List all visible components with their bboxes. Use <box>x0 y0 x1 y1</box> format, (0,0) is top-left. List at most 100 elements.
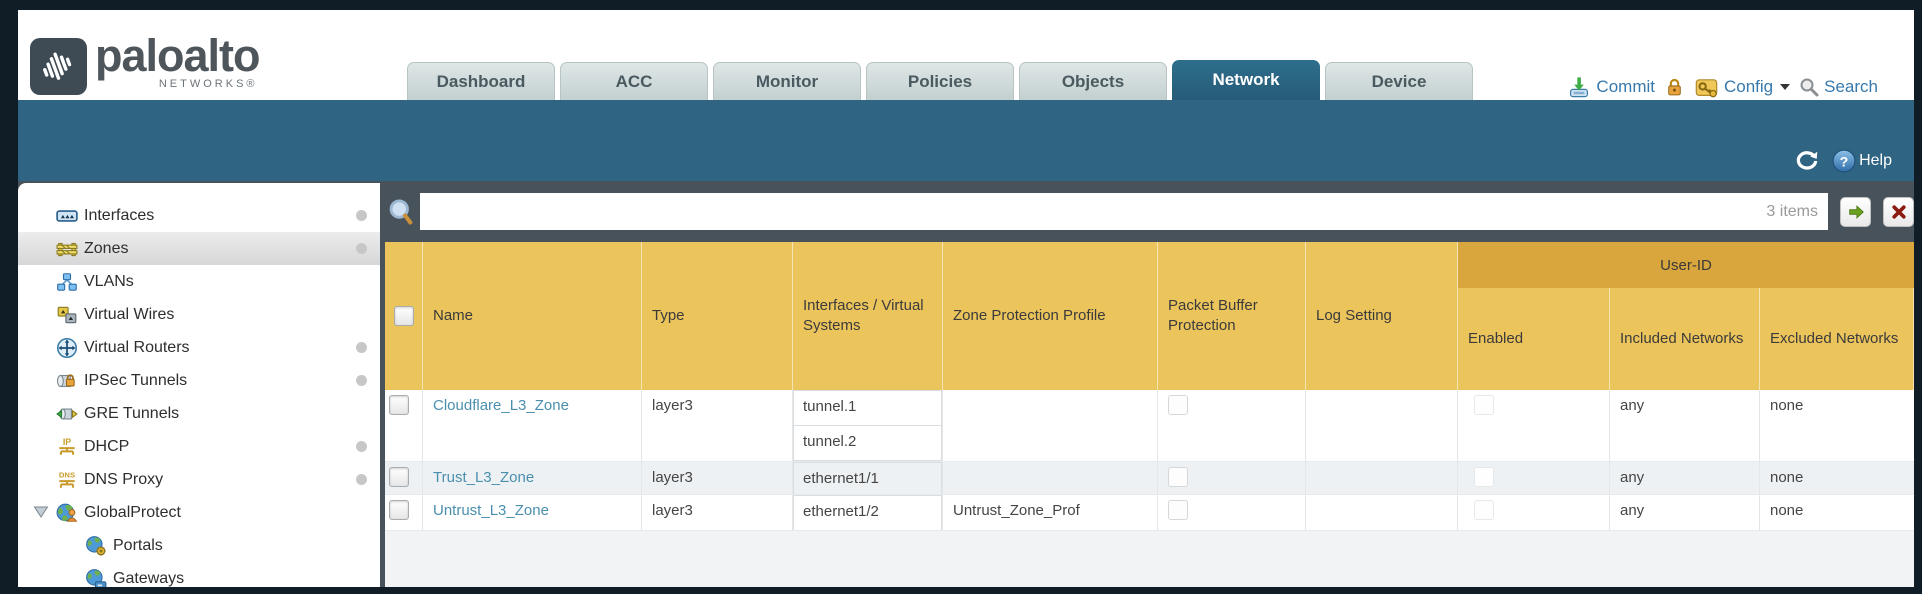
config-menu-button[interactable]: Config <box>1694 75 1791 99</box>
cell-log-setting <box>1306 390 1458 461</box>
select-all-checkbox[interactable] <box>393 306 414 326</box>
sidebar-item-vlans[interactable]: VLANs <box>18 265 380 298</box>
interface-entry: tunnel.1 <box>793 390 942 426</box>
sidebar-item-label: DNS Proxy <box>84 470 164 488</box>
tab-objects[interactable]: Objects <box>1019 62 1167 100</box>
column-header-label: Type <box>652 307 685 324</box>
column-header-label: Enabled <box>1468 330 1524 347</box>
ipsec-tunnels-icon <box>56 370 78 392</box>
tab-network[interactable]: Network <box>1172 60 1320 100</box>
expand-triangle-icon[interactable] <box>33 505 49 519</box>
search-icon <box>1799 77 1819 97</box>
column-header-interfaces[interactable]: Interfaces / Virtual Systems <box>793 242 943 390</box>
column-header-select[interactable] <box>385 242 423 390</box>
user-id-enabled-checkbox[interactable] <box>1474 467 1494 487</box>
sidebar-item-dns-proxy[interactable]: DNS DNS Proxy <box>18 463 380 496</box>
help-label: Help <box>1859 152 1892 169</box>
status-dot <box>356 375 367 386</box>
sidebar-item-virtual-wires[interactable]: Virtual Wires <box>18 298 380 331</box>
column-header-label: Interfaces / Virtual Systems <box>803 297 924 334</box>
column-header-label: Log Setting <box>1316 307 1392 324</box>
help-icon: ? <box>1832 149 1856 173</box>
help-button[interactable]: ? Help <box>1832 149 1892 173</box>
cell-name: Untrust_L3_Zone <box>423 495 642 530</box>
interface-name: tunnel.1 <box>803 398 857 415</box>
included-networks-value: any <box>1620 502 1645 519</box>
column-header-log_setting[interactable]: Log Setting <box>1306 242 1458 390</box>
row-select-checkbox[interactable] <box>389 395 409 415</box>
cell-zone-protection-profile: Untrust_Zone_Prof <box>943 495 1158 530</box>
dns-proxy-icon: DNS <box>56 469 78 491</box>
filter-input[interactable] <box>420 193 1767 230</box>
paloalto-logo-icon <box>30 38 87 95</box>
commit-button[interactable]: Commit <box>1567 75 1655 99</box>
svg-text:?: ? <box>1840 154 1849 170</box>
sidebar-item-ipsec-tunnels[interactable]: IPSec Tunnels <box>18 364 380 397</box>
refresh-button[interactable] <box>1794 150 1820 172</box>
filter-search-icon <box>388 198 414 226</box>
status-dot <box>356 441 367 452</box>
column-header-included_networks[interactable]: Included Networks <box>1610 288 1760 390</box>
tab-policies[interactable]: Policies <box>866 62 1014 100</box>
user-id-enabled-checkbox[interactable] <box>1474 395 1494 415</box>
tab-dashboard[interactable]: Dashboard <box>407 62 555 100</box>
packet-buffer-protection-checkbox[interactable] <box>1168 395 1188 415</box>
row-select-checkbox[interactable] <box>389 467 409 487</box>
column-header-name[interactable]: Name <box>423 242 642 390</box>
packet-buffer-protection-checkbox[interactable] <box>1168 467 1188 487</box>
cell-select <box>385 462 423 494</box>
tab-acc[interactable]: ACC <box>560 62 708 100</box>
excluded-networks-value: none <box>1770 502 1804 519</box>
sidebar-item-label: Zones <box>84 239 129 257</box>
packet-buffer-protection-checkbox[interactable] <box>1168 500 1188 520</box>
user-id-enabled-checkbox[interactable] <box>1474 500 1494 520</box>
cell-packet-buffer-protection <box>1158 495 1306 530</box>
cell-included-networks: any <box>1610 390 1760 461</box>
search-button[interactable]: Search <box>1799 77 1878 97</box>
config-lock-button[interactable] <box>1664 76 1685 98</box>
column-header-label: Name <box>433 307 474 324</box>
cell-included-networks: any <box>1610 462 1760 494</box>
clear-filter-button[interactable] <box>1883 196 1914 227</box>
column-header-type[interactable]: Type <box>642 242 793 390</box>
cell-type: layer3 <box>642 390 793 461</box>
sidebar-item-globalprotect[interactable]: GlobalProtect <box>18 496 380 529</box>
sidebar-item-zones[interactable]: Zones <box>18 232 380 265</box>
cell-user-id-enabled <box>1458 495 1610 530</box>
sidebar-item-interfaces[interactable]: Interfaces <box>18 199 380 232</box>
tab-monitor[interactable]: Monitor <box>713 62 861 100</box>
sidebar-item-gateways[interactable]: Gateways <box>18 562 380 587</box>
column-header-enabled[interactable]: Enabled <box>1458 288 1610 390</box>
svg-text:IP: IP <box>63 436 71 446</box>
zones-icon <box>56 238 78 260</box>
column-header-zone_protection_profile[interactable]: Zone Protection Profile <box>943 242 1158 390</box>
tab-device[interactable]: Device <box>1325 62 1473 100</box>
sidebar-item-gre-tunnels[interactable]: GRE Tunnels <box>18 397 380 430</box>
sidebar-item-virtual-routers[interactable]: Virtual Routers <box>18 331 380 364</box>
sidebar-item-portals[interactable]: Portals <box>18 529 380 562</box>
top-toolbar: Commit Config Search <box>1567 70 1878 104</box>
cell-type: layer3 <box>642 462 793 494</box>
column-header-excluded_networks[interactable]: Excluded Networks <box>1760 288 1914 390</box>
column-header-label: Packet Buffer Protection <box>1168 297 1258 334</box>
row-select-checkbox[interactable] <box>389 500 409 520</box>
virtual-wires-icon <box>56 304 78 326</box>
column-header-packet_buffer_protection[interactable]: Packet Buffer Protection <box>1158 242 1306 390</box>
zone-name-link[interactable]: Trust_L3_Zone <box>433 469 535 486</box>
commit-icon <box>1567 75 1591 99</box>
zone-name-link[interactable]: Untrust_L3_Zone <box>433 502 549 519</box>
zone-protection-profile-value: Untrust_Zone_Prof <box>953 502 1080 519</box>
table-empty-area <box>385 531 1914 587</box>
apply-filter-button[interactable] <box>1840 196 1871 227</box>
lock-icon <box>1664 76 1685 98</box>
config-label: Config <box>1723 77 1774 96</box>
zone-name-link[interactable]: Cloudflare_L3_Zone <box>433 397 569 414</box>
cell-zone-protection-profile <box>943 390 1158 461</box>
